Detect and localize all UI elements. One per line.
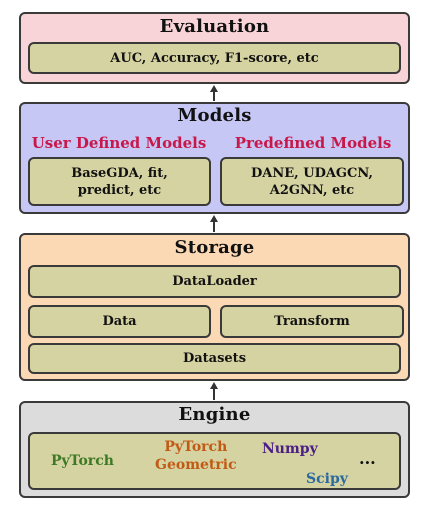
pyg-line-2: Geometric	[155, 457, 237, 473]
user-defined-models-box: BaseGDA, fit, predict, etc	[28, 157, 211, 206]
engine-title: Engine	[178, 404, 251, 425]
data-box: Data	[28, 305, 211, 338]
pyg-line-1: PyTorch	[164, 439, 228, 455]
predefined-models-heading: Predefined Models	[234, 134, 392, 152]
datasets-box: Datasets	[28, 343, 401, 374]
dataloader-box: DataLoader	[28, 265, 401, 298]
transform-box: Transform	[220, 305, 404, 338]
pytorch-geometric-label: PyTorch Geometric	[155, 438, 237, 474]
metrics-box: AUC, Accuracy, F1-score, etc	[28, 42, 401, 74]
predefined-models-box: DANE, UDAGCN, A2GNN, etc	[220, 157, 404, 206]
engine-layer: Engine PyTorch PyTorch Geometric Numpy S…	[19, 401, 410, 498]
predefined-line-1: DANE, UDAGCN,	[251, 165, 373, 181]
evaluation-layer: Evaluation AUC, Accuracy, F1-score, etc	[19, 12, 410, 84]
user-defined-line-1: BaseGDA, fit,	[71, 165, 168, 181]
numpy-label: Numpy	[262, 441, 318, 457]
user-defined-models-heading: User Defined Models	[31, 134, 207, 152]
models-title: Models	[177, 105, 252, 126]
user-defined-line-2: predict, etc	[77, 182, 162, 198]
pytorch-label: PyTorch	[51, 453, 114, 469]
predefined-line-2: A2GNN, etc	[269, 182, 355, 198]
libraries-box: PyTorch PyTorch Geometric Numpy Scipy ..…	[28, 432, 401, 490]
storage-layer: Storage DataLoader Data Transform Datase…	[19, 233, 410, 381]
ellipsis-label: ...	[359, 449, 376, 468]
models-layer: Models User Defined Models Predefined Mo…	[19, 102, 410, 214]
storage-title: Storage	[174, 237, 255, 258]
scipy-label: Scipy	[306, 471, 348, 487]
evaluation-title: Evaluation	[159, 16, 270, 37]
